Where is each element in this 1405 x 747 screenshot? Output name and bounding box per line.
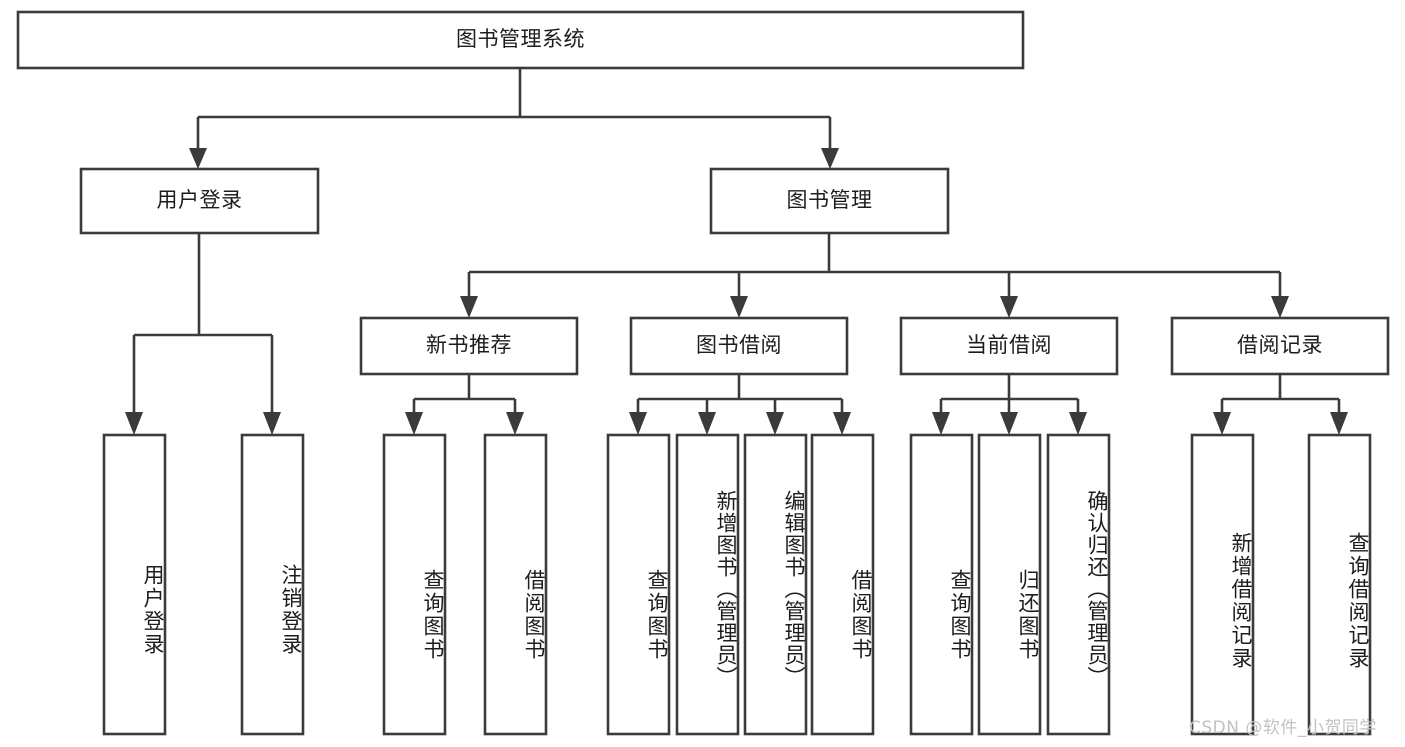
arrow-head-leaf-logout [263, 412, 281, 435]
node-leaf-cb-query-box[interactable] [909, 433, 974, 736]
arrow-head-leaf-user-login [125, 412, 143, 435]
node-leaf-cb-confirm-box[interactable] [1046, 433, 1111, 736]
arrow-head-book-borrow [730, 296, 748, 318]
node-root-box[interactable] [16, 10, 1025, 70]
node-book-borrow-box[interactable] [629, 316, 849, 376]
node-book-manage-box[interactable] [709, 167, 950, 235]
arrow-head-nbr-leaf-1 [405, 412, 423, 435]
arrow-head-cb-leaf-2 [1000, 412, 1018, 435]
node-borrow-record-box[interactable] [1170, 316, 1390, 376]
node-leaf-bb-query-box[interactable] [606, 433, 671, 736]
arrow-head-bb-leaf-3 [766, 412, 784, 435]
arrow-head-bb-leaf-2 [698, 412, 716, 435]
node-leaf-user-login-box[interactable] [102, 433, 167, 736]
arrow-head-cb-leaf-3 [1069, 412, 1087, 435]
node-leaf-bb-edit-box[interactable] [743, 433, 808, 736]
node-current-borrow-box[interactable] [899, 316, 1119, 376]
arrow-head-br-leaf-2 [1330, 412, 1348, 435]
arrow-head-nbr-leaf-2 [506, 412, 524, 435]
node-leaf-bb-borrow-box[interactable] [810, 433, 875, 736]
node-leaf-nbr-query-box[interactable] [382, 433, 447, 736]
node-leaf-bb-add-box[interactable] [675, 433, 740, 736]
arrow-head-user-login [189, 148, 207, 169]
arrow-head-borrow-record [1271, 296, 1289, 318]
node-user-login-box[interactable] [79, 167, 320, 235]
arrow-head-current-borrow [1000, 296, 1018, 318]
arrow-head-bb-leaf-4 [833, 412, 851, 435]
node-new-book-recommend-box[interactable] [359, 316, 579, 376]
node-leaf-cb-return-box[interactable] [977, 433, 1042, 736]
arrow-head-bb-leaf-1 [629, 412, 647, 435]
arrow-head-book-manage [821, 148, 839, 169]
csdn-watermark: CSDN @软件_小贺同学 [1189, 718, 1377, 738]
arrow-head-cb-leaf-1 [932, 412, 950, 435]
node-leaf-br-query-box[interactable] [1307, 433, 1372, 736]
arrow-head-br-leaf-1 [1213, 412, 1231, 435]
arrow-head-new-book-recommend [460, 296, 478, 318]
node-leaf-br-add-box[interactable] [1190, 433, 1255, 736]
node-leaf-logout-box[interactable] [240, 433, 305, 736]
node-leaf-nbr-borrow-box[interactable] [483, 433, 548, 736]
